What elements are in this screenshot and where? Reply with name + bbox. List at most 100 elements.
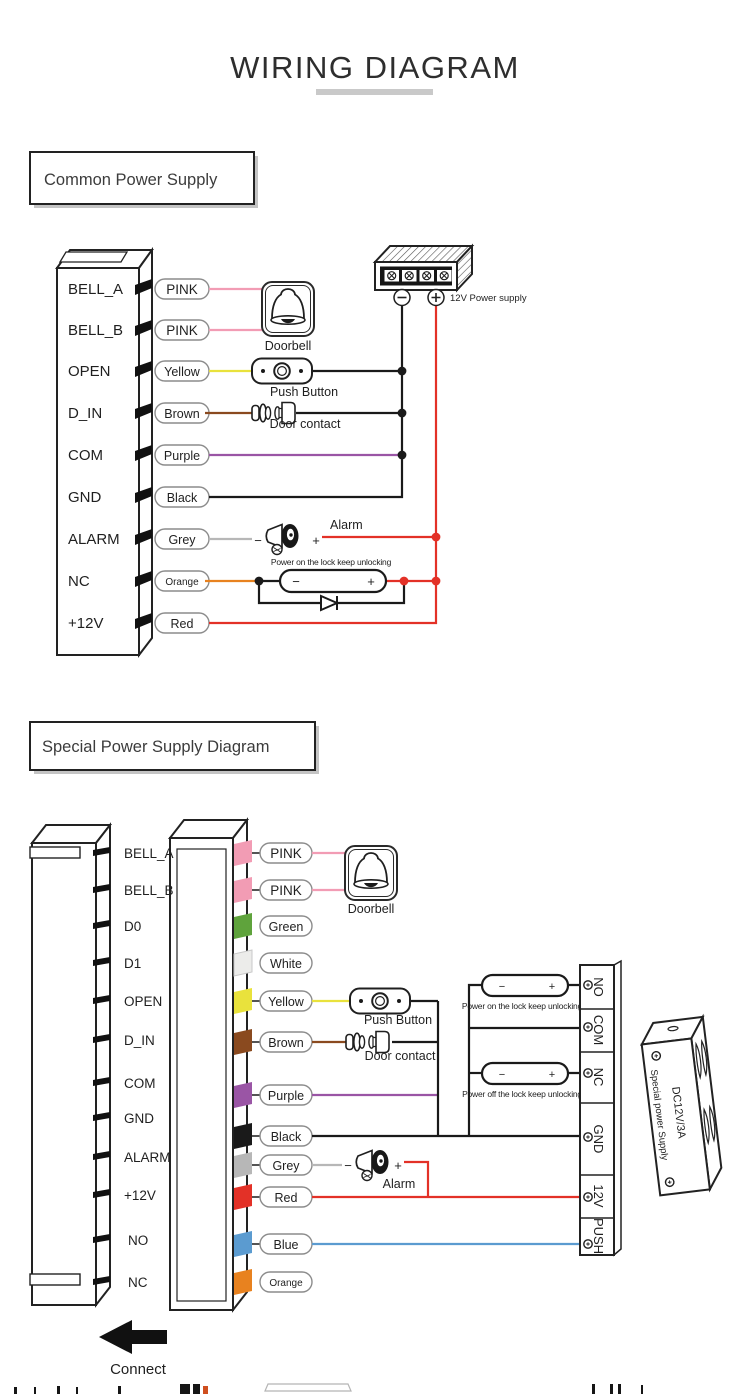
cutoff-fragment	[618, 1384, 621, 1394]
wire-chip	[234, 840, 252, 866]
cutoff-fragment	[180, 1384, 190, 1394]
terminal-tick	[135, 445, 152, 461]
connect-label: Connect	[110, 1361, 167, 1378]
psu1-terminal-screw-icon	[418, 269, 435, 283]
terminal-block-side	[613, 959, 622, 1257]
device2-front-face	[169, 837, 234, 1311]
wire-chip	[234, 877, 252, 903]
terminal-label: ALARM	[124, 1150, 171, 1165]
lock-on-minus: −	[499, 981, 505, 993]
device1-lid-tab	[58, 251, 129, 263]
terminal-tick	[135, 361, 152, 377]
terminal-label: D0	[124, 919, 141, 934]
terminal-tick	[135, 320, 152, 336]
section2-device	[167, 817, 250, 1313]
doorbell-icon	[344, 845, 398, 901]
psu1-label: 12V Power supply	[450, 293, 527, 304]
wire-red-alarm-plus	[404, 1160, 430, 1197]
lock-on-label: Power on the lock keep unlocking	[271, 557, 392, 567]
terminal-label: ALARM	[68, 531, 120, 548]
section1-header-frame	[29, 151, 255, 205]
wire-chip	[234, 1152, 252, 1178]
screw-icon	[583, 1022, 593, 1032]
block-label-gnd: GND	[591, 1125, 606, 1154]
wire-label: Grey	[168, 533, 196, 547]
screw-icon	[650, 1050, 662, 1062]
wire-chip	[234, 1123, 252, 1149]
terminal-tick	[93, 1189, 110, 1198]
cutoff-fragment	[203, 1386, 208, 1394]
section1-header-box: Common Power Supply	[29, 151, 258, 208]
terminal-tick	[135, 279, 152, 295]
cutoff-fragment	[57, 1386, 60, 1394]
cutoff-fragment	[193, 1384, 200, 1394]
cutoff-fragment	[641, 1385, 643, 1394]
block-label-com: COM	[591, 1015, 606, 1045]
block-label-12v: 12V	[591, 1184, 606, 1207]
title-underline	[316, 89, 433, 95]
section2-terminals: BELL_A BELL_B D0 D1 OPEN D_IN COM GND AL…	[93, 846, 174, 1290]
section2-header-box: Special Power Supply Diagram	[29, 721, 319, 774]
section2-wires	[312, 851, 586, 1246]
terminal-label: BELL_A	[124, 846, 174, 861]
terminal-tick	[135, 487, 152, 503]
section2-header-label: Special Power Supply Diagram	[42, 738, 269, 756]
section1-components: Doorbell Push Button Door contact − + Al…	[251, 281, 392, 594]
junction-dot	[254, 576, 264, 586]
terminal-label: COM	[68, 447, 103, 464]
terminal-label: GND	[124, 1111, 154, 1126]
terminal-block-body	[579, 964, 615, 1256]
section2-header-frame	[29, 721, 316, 771]
junction-dot	[397, 366, 407, 376]
terminal-tick	[135, 529, 152, 545]
cutoff-fragment	[592, 1384, 595, 1394]
alarm-plus-sign: +	[394, 1158, 402, 1173]
wire-label: Orange	[269, 1278, 303, 1289]
section2-backbox	[29, 822, 113, 1308]
alarm-minus-sign: −	[254, 533, 262, 548]
terminal-label: BELL_A	[68, 281, 123, 298]
cutoff-fragment	[14, 1387, 17, 1394]
lock-off-label: Power off the lock keep unlocking	[462, 1089, 582, 1099]
junction-dot-red	[399, 576, 409, 586]
terminal-tick	[93, 1112, 110, 1121]
alarm-minus-sign: −	[344, 1158, 352, 1173]
wire-label: Black	[167, 491, 198, 505]
push-button-label: Push Button	[364, 1013, 432, 1027]
terminal-tick	[135, 571, 152, 587]
section2-components: Doorbell Push Button Door contact − + Al…	[344, 845, 583, 1191]
terminal-label: NC	[128, 1275, 148, 1290]
wire-label-chip	[259, 1271, 313, 1293]
lock-off-minus: −	[499, 1069, 505, 1081]
door-contact-label: Door contact	[270, 417, 341, 431]
wire-chip	[234, 1184, 252, 1210]
cutoff-fragment	[34, 1387, 36, 1394]
psu1-terminal-screw-icon	[383, 269, 400, 283]
wire-red-psu-plus-to-12v	[209, 305, 438, 625]
wire-collector-v2	[467, 983, 482, 1136]
terminal-tick	[93, 1151, 110, 1160]
push-button-icon	[251, 357, 313, 385]
terminal-tick	[93, 1034, 110, 1043]
terminal-tick	[93, 995, 110, 1004]
terminal-tick	[135, 403, 152, 419]
psu1-top-face	[372, 245, 475, 263]
wire-label: Purple	[268, 1089, 304, 1103]
wire-chip	[233, 949, 253, 977]
terminal-label: NO	[128, 1233, 148, 1248]
cutoff-fragment	[76, 1387, 78, 1394]
section1-header-label: Common Power Supply	[44, 171, 218, 189]
vent-slot	[709, 1104, 716, 1143]
section1-wires	[205, 287, 441, 625]
section2-terminal-block: NO COM NC GND 12V PUSH	[579, 959, 622, 1257]
wire-label: Orange	[165, 577, 199, 588]
wire-chip	[234, 1269, 252, 1295]
terminal-tick	[93, 1077, 110, 1086]
alarm-label: Alarm	[330, 518, 363, 532]
cutoff-fragment	[610, 1384, 613, 1394]
terminal-tick	[93, 920, 110, 929]
wire-chip	[234, 913, 252, 939]
wire-diode-loop-left	[257, 581, 321, 605]
